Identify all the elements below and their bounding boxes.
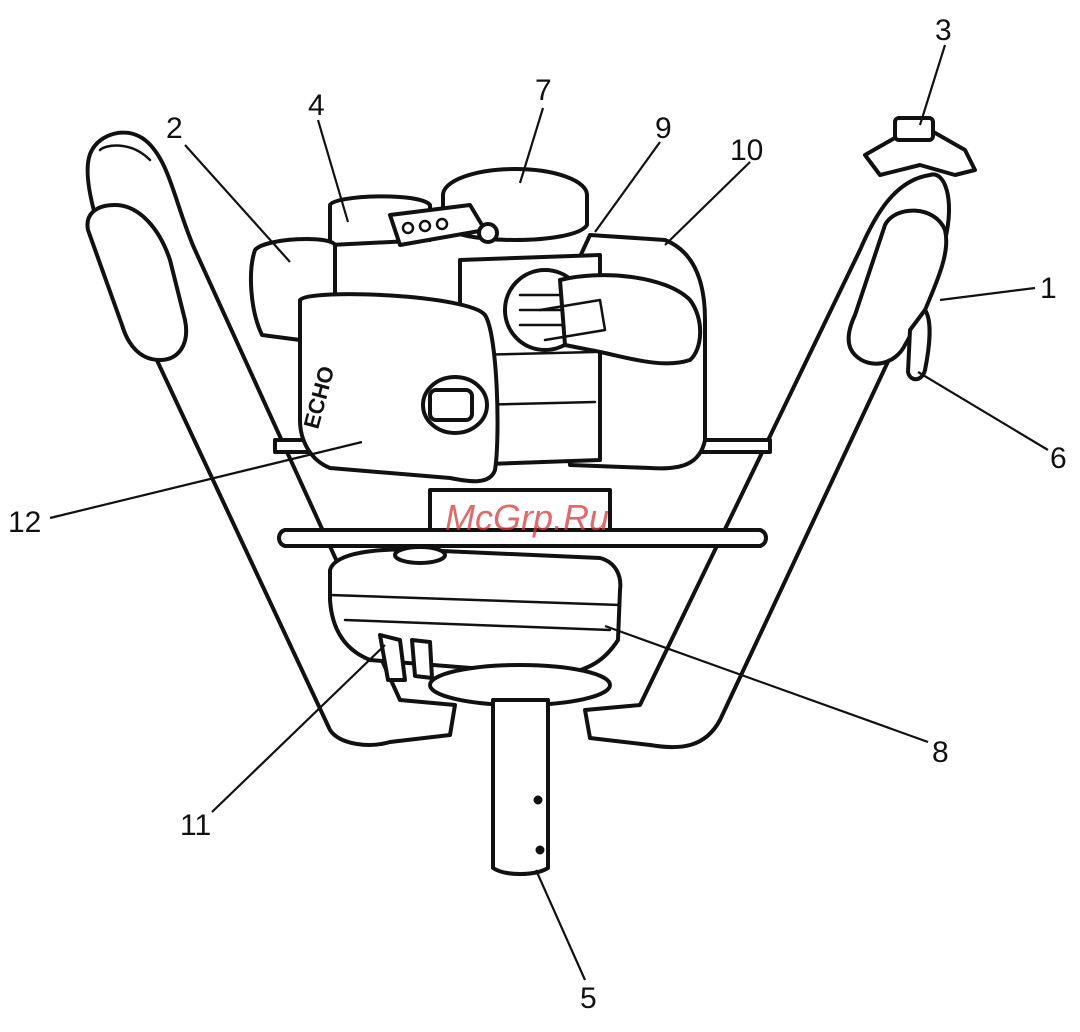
- callout-10: 10: [730, 134, 763, 167]
- callout-12: 12: [8, 506, 41, 539]
- callout-6: 6: [1050, 442, 1067, 475]
- callout-8: 8: [932, 736, 949, 769]
- callout-5: 5: [580, 982, 597, 1015]
- leader-6: [918, 372, 1048, 450]
- leader-10: [665, 162, 750, 245]
- right-grip: [849, 211, 947, 364]
- callout-7: 7: [535, 74, 552, 107]
- leader-2: [185, 145, 290, 262]
- callout-9: 9: [655, 112, 672, 145]
- callout-4: 4: [308, 89, 325, 122]
- callout-11: 11: [180, 809, 211, 842]
- callout-1: 1: [1040, 272, 1057, 305]
- switch-button: [895, 118, 933, 140]
- engine-assembly: ECHO: [251, 169, 705, 530]
- leader-9: [595, 142, 660, 232]
- callout-2: 2: [166, 112, 183, 145]
- leader-1: [940, 288, 1035, 300]
- callout-3: 3: [935, 14, 952, 47]
- watermark: McGrp.Ru: [445, 497, 609, 538]
- leader-5: [536, 870, 585, 980]
- leader-3: [920, 45, 945, 125]
